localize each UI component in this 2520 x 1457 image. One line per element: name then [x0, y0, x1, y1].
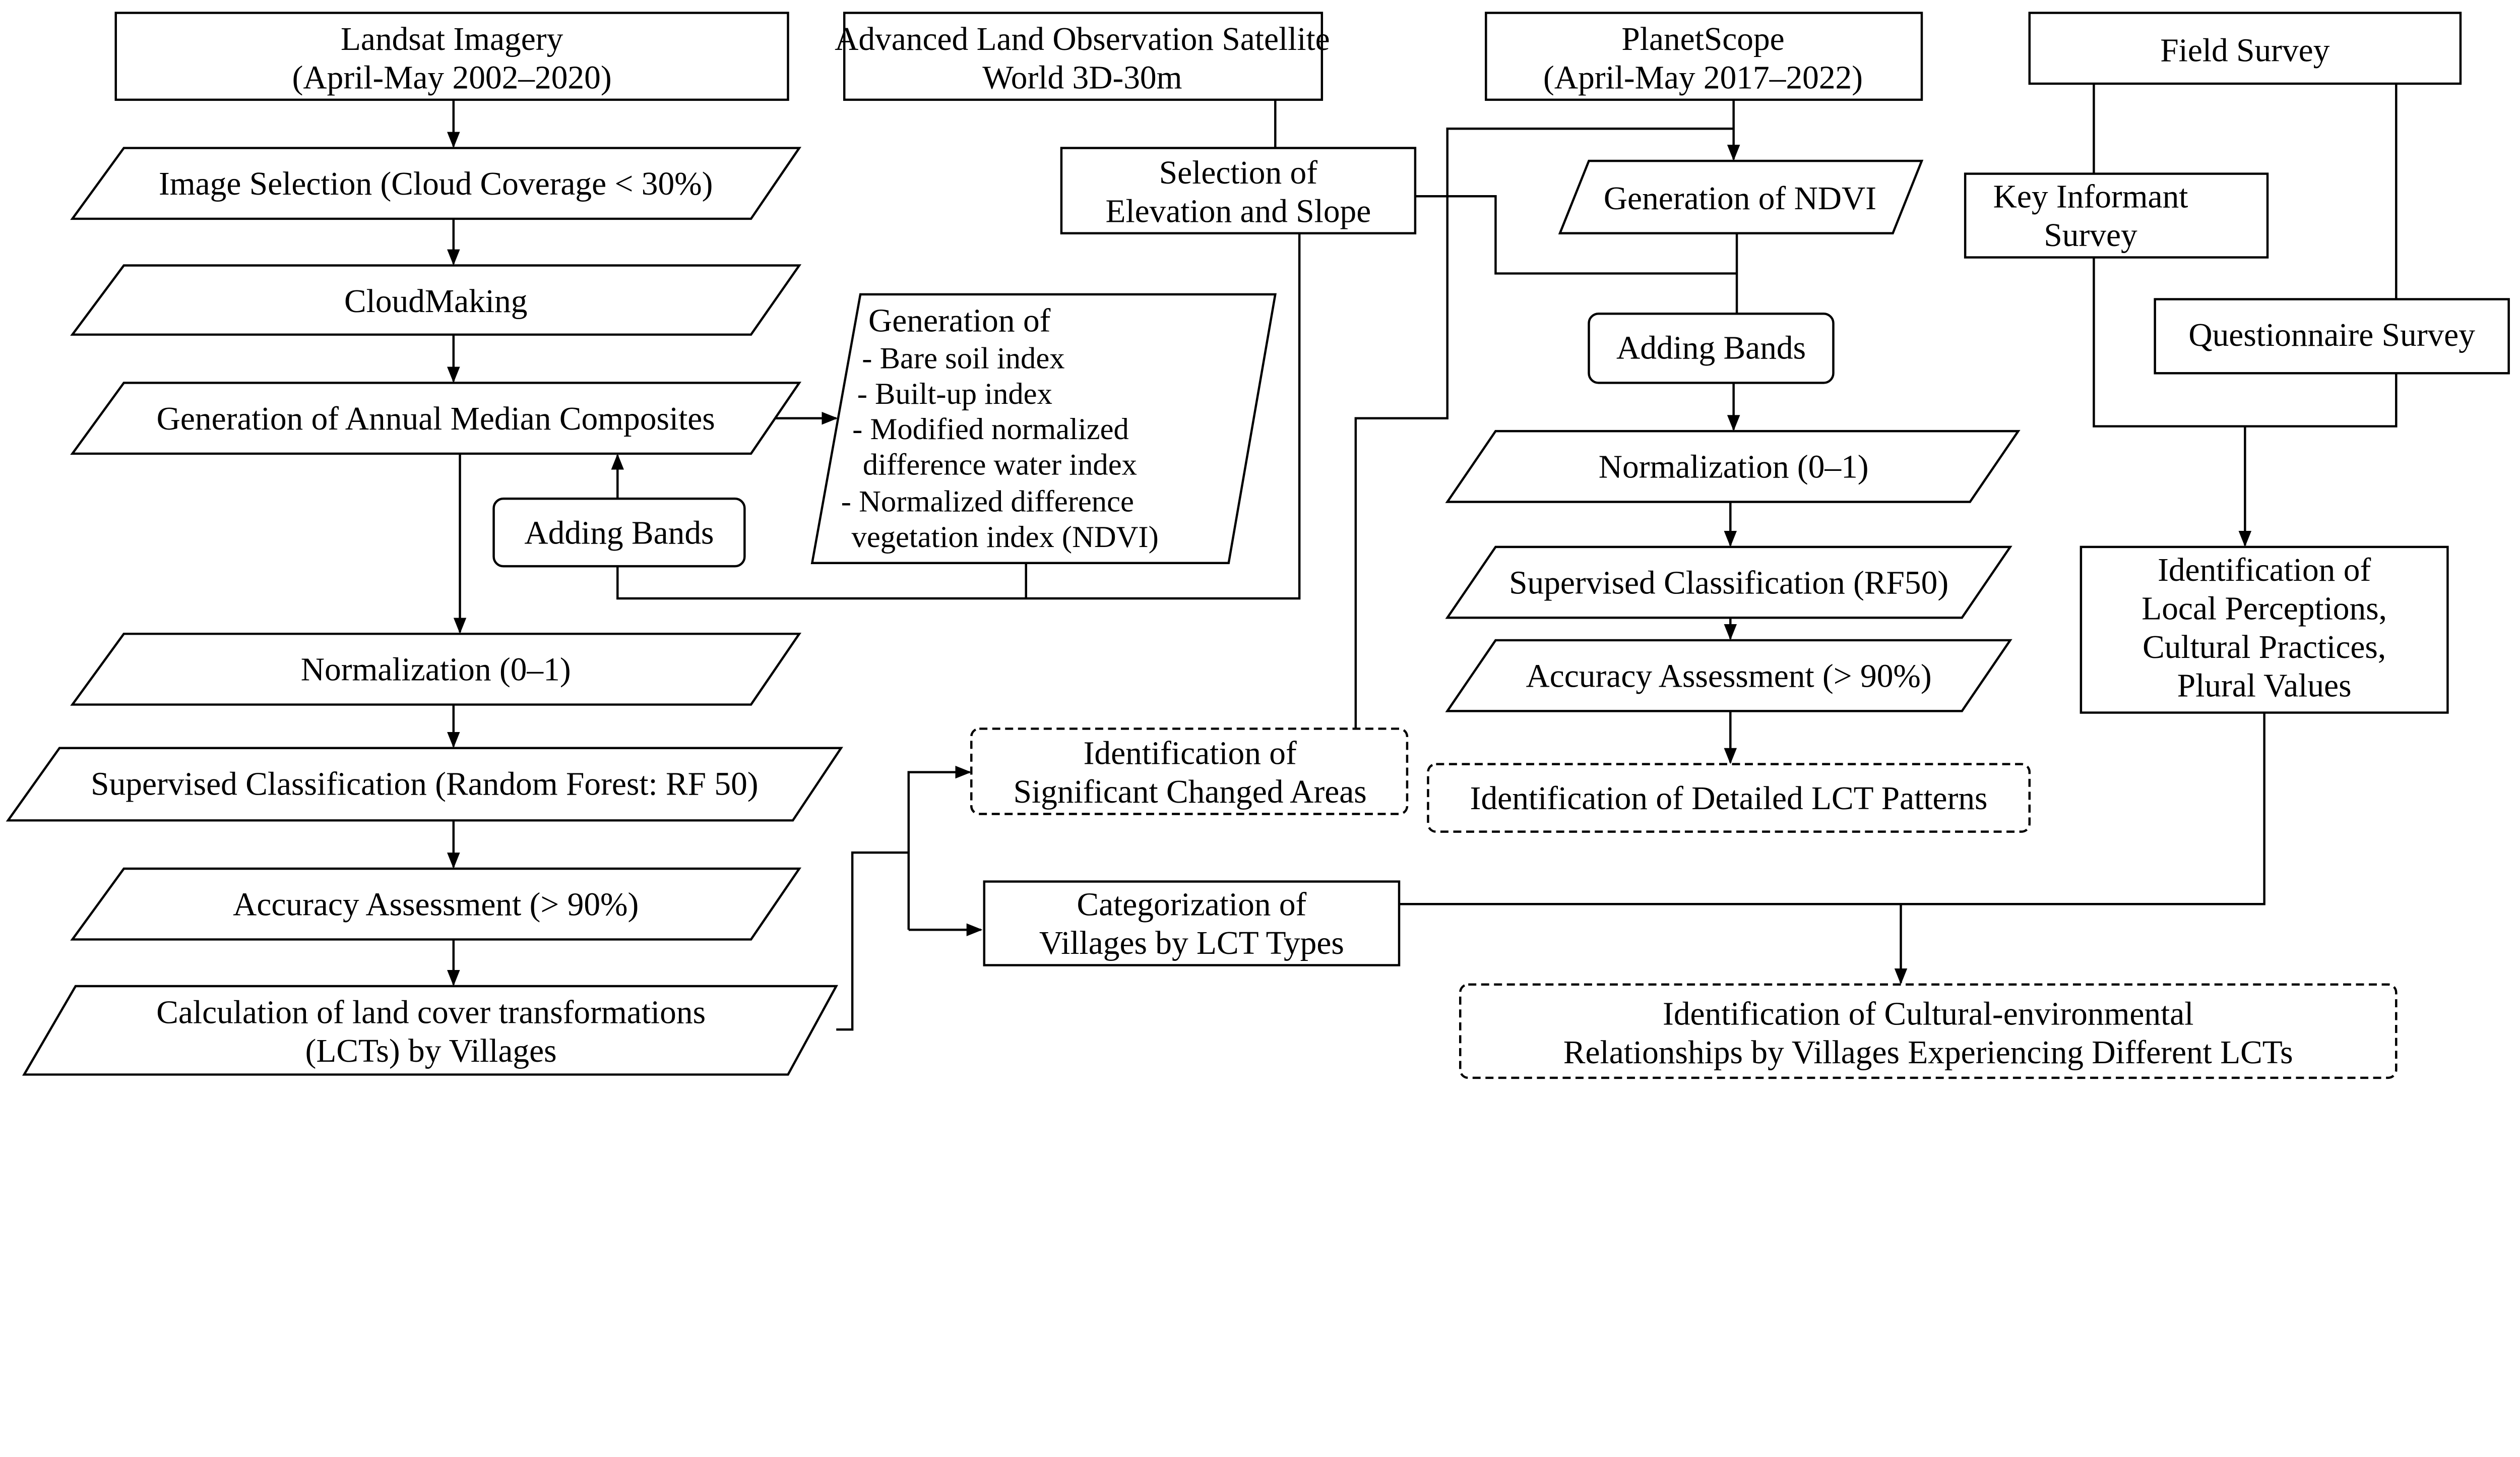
- node-text: Local Perceptions,: [2141, 590, 2387, 627]
- node-text: Generation of NDVI: [1604, 180, 1876, 217]
- node-text: Field Survey: [2160, 32, 2329, 69]
- node-text: - Modified normalized: [852, 412, 1129, 446]
- village-categorization-box: Categorization of Villages by LCT Types: [983, 880, 1401, 966]
- landsat-adding-bands-box: Adding Bands: [492, 497, 746, 568]
- landsat-source-box: Landsat Imagery (April-May 2002–2020): [114, 12, 789, 101]
- node-text: Adding Bands: [1616, 330, 1806, 367]
- node-text: Identification of: [2158, 552, 2371, 588]
- node-text: Accuracy Assessment (> 90%): [233, 887, 639, 923]
- connectors: [447, 83, 2398, 1031]
- landsat-accuracy-step: Accuracy Assessment (> 90%): [70, 867, 802, 941]
- node-text: (April-May 2002–2020): [292, 59, 612, 96]
- node-text: Significant Changed Areas: [1014, 774, 1367, 810]
- node-text: Advanced Land Observation Satellite: [835, 21, 1330, 57]
- node-text: Calculation of land cover transformation…: [156, 994, 706, 1030]
- node-text: Selection of: [1159, 155, 1317, 191]
- node-text: Generation of: [868, 302, 1051, 339]
- node-text: Cultural Practices,: [2143, 629, 2386, 665]
- node-text: Accuracy Assessment (> 90%): [1526, 658, 1932, 694]
- local-perceptions-box: Identification of Local Perceptions, Cul…: [2080, 545, 2449, 714]
- node-text: World 3D-30m: [982, 59, 1182, 96]
- node-text: Image Selection (Cloud Coverage < 30%): [159, 166, 713, 202]
- node-text: (LCTs) by Villages: [305, 1033, 557, 1069]
- lct-calculation-step: Calculation of land cover transformation…: [22, 985, 838, 1076]
- indices-step: Generation of - Bare soil index - Built-…: [810, 293, 1277, 565]
- key-informant-box: Key Informant Survey: [1964, 172, 2269, 259]
- planetscope-source-box: PlanetScope (April-May 2017–2022): [1485, 12, 1923, 101]
- final-relationships-box: Identification of Cultural-environmental…: [1459, 983, 2398, 1079]
- node-text: Questionnaire Survey: [2188, 317, 2475, 353]
- node-text: Generation of Annual Median Composites: [157, 401, 715, 437]
- node-text: Identification of Detailed LCT Patterns: [1470, 780, 1988, 817]
- node-text: - Built-up index: [857, 377, 1052, 411]
- planetscope-classification-step: Supervised Classification (RF50): [1445, 545, 2012, 619]
- node-text: Normalization (0–1): [1599, 449, 1869, 485]
- cloud-masking-step: CloudMaking: [70, 264, 802, 336]
- planetscope-normalization-step: Normalization (0–1): [1445, 430, 2021, 503]
- composites-step: Generation of Annual Median Composites: [70, 382, 802, 455]
- planetscope-accuracy-step: Accuracy Assessment (> 90%): [1445, 639, 2012, 712]
- node-text: Normalization (0–1): [301, 652, 571, 688]
- landsat-classification-step: Supervised Classification (Random Forest…: [6, 747, 843, 822]
- landsat-normalization-step: Normalization (0–1): [70, 632, 802, 706]
- node-text: Identification of: [1084, 736, 1297, 772]
- node-text: Supervised Classification (RF50): [1509, 565, 1948, 601]
- node-text: Elevation and Slope: [1106, 193, 1371, 229]
- node-text: (April-May 2017–2022): [1543, 59, 1863, 96]
- node-text: Adding Bands: [524, 515, 714, 551]
- field-survey-box: Field Survey: [2028, 12, 2462, 85]
- node-text: Survey: [2044, 217, 2137, 254]
- node-text: Villages by LCT Types: [1039, 925, 1344, 961]
- node-text: Categorization of: [1077, 887, 1306, 923]
- questionnaire-box: Questionnaire Survey: [2154, 298, 2510, 375]
- ndvi-step: Generation of NDVI: [1558, 159, 1924, 234]
- node-text: Landsat Imagery: [341, 21, 563, 57]
- node-text: CloudMaking: [344, 283, 527, 320]
- node-text: Key Informant: [1993, 179, 2188, 215]
- flowchart: Landsat Imagery (April-May 2002–2020) Im…: [6, 12, 2510, 1079]
- node-text: - Bare soil index: [862, 342, 1064, 376]
- elevation-slope-box: Selection of Elevation and Slope: [1060, 147, 1417, 234]
- image-selection-step: Image Selection (Cloud Coverage < 30%): [70, 147, 802, 220]
- changed-areas-box: Identification of Significant Changed Ar…: [970, 727, 1409, 815]
- node-text: Identification of Cultural-environmental: [1663, 996, 2193, 1033]
- alos-source-box: Advanced Land Observation Satellite Worl…: [835, 12, 1330, 101]
- node-text: Relationships by Villages Experiencing D…: [1563, 1035, 2293, 1071]
- node-text: - Normalized difference: [841, 485, 1134, 519]
- detailed-lct-patterns-box: Identification of Detailed LCT Patterns: [1427, 763, 2031, 833]
- node-text: vegetation index (NDVI): [836, 520, 1159, 554]
- node-text: Supervised Classification (Random Forest…: [91, 766, 758, 802]
- node-text: difference water index: [848, 448, 1137, 481]
- node-text: Plural Values: [2177, 668, 2352, 704]
- planetscope-adding-bands-box: Adding Bands: [1588, 312, 1835, 384]
- node-text: PlanetScope: [1621, 21, 1784, 57]
